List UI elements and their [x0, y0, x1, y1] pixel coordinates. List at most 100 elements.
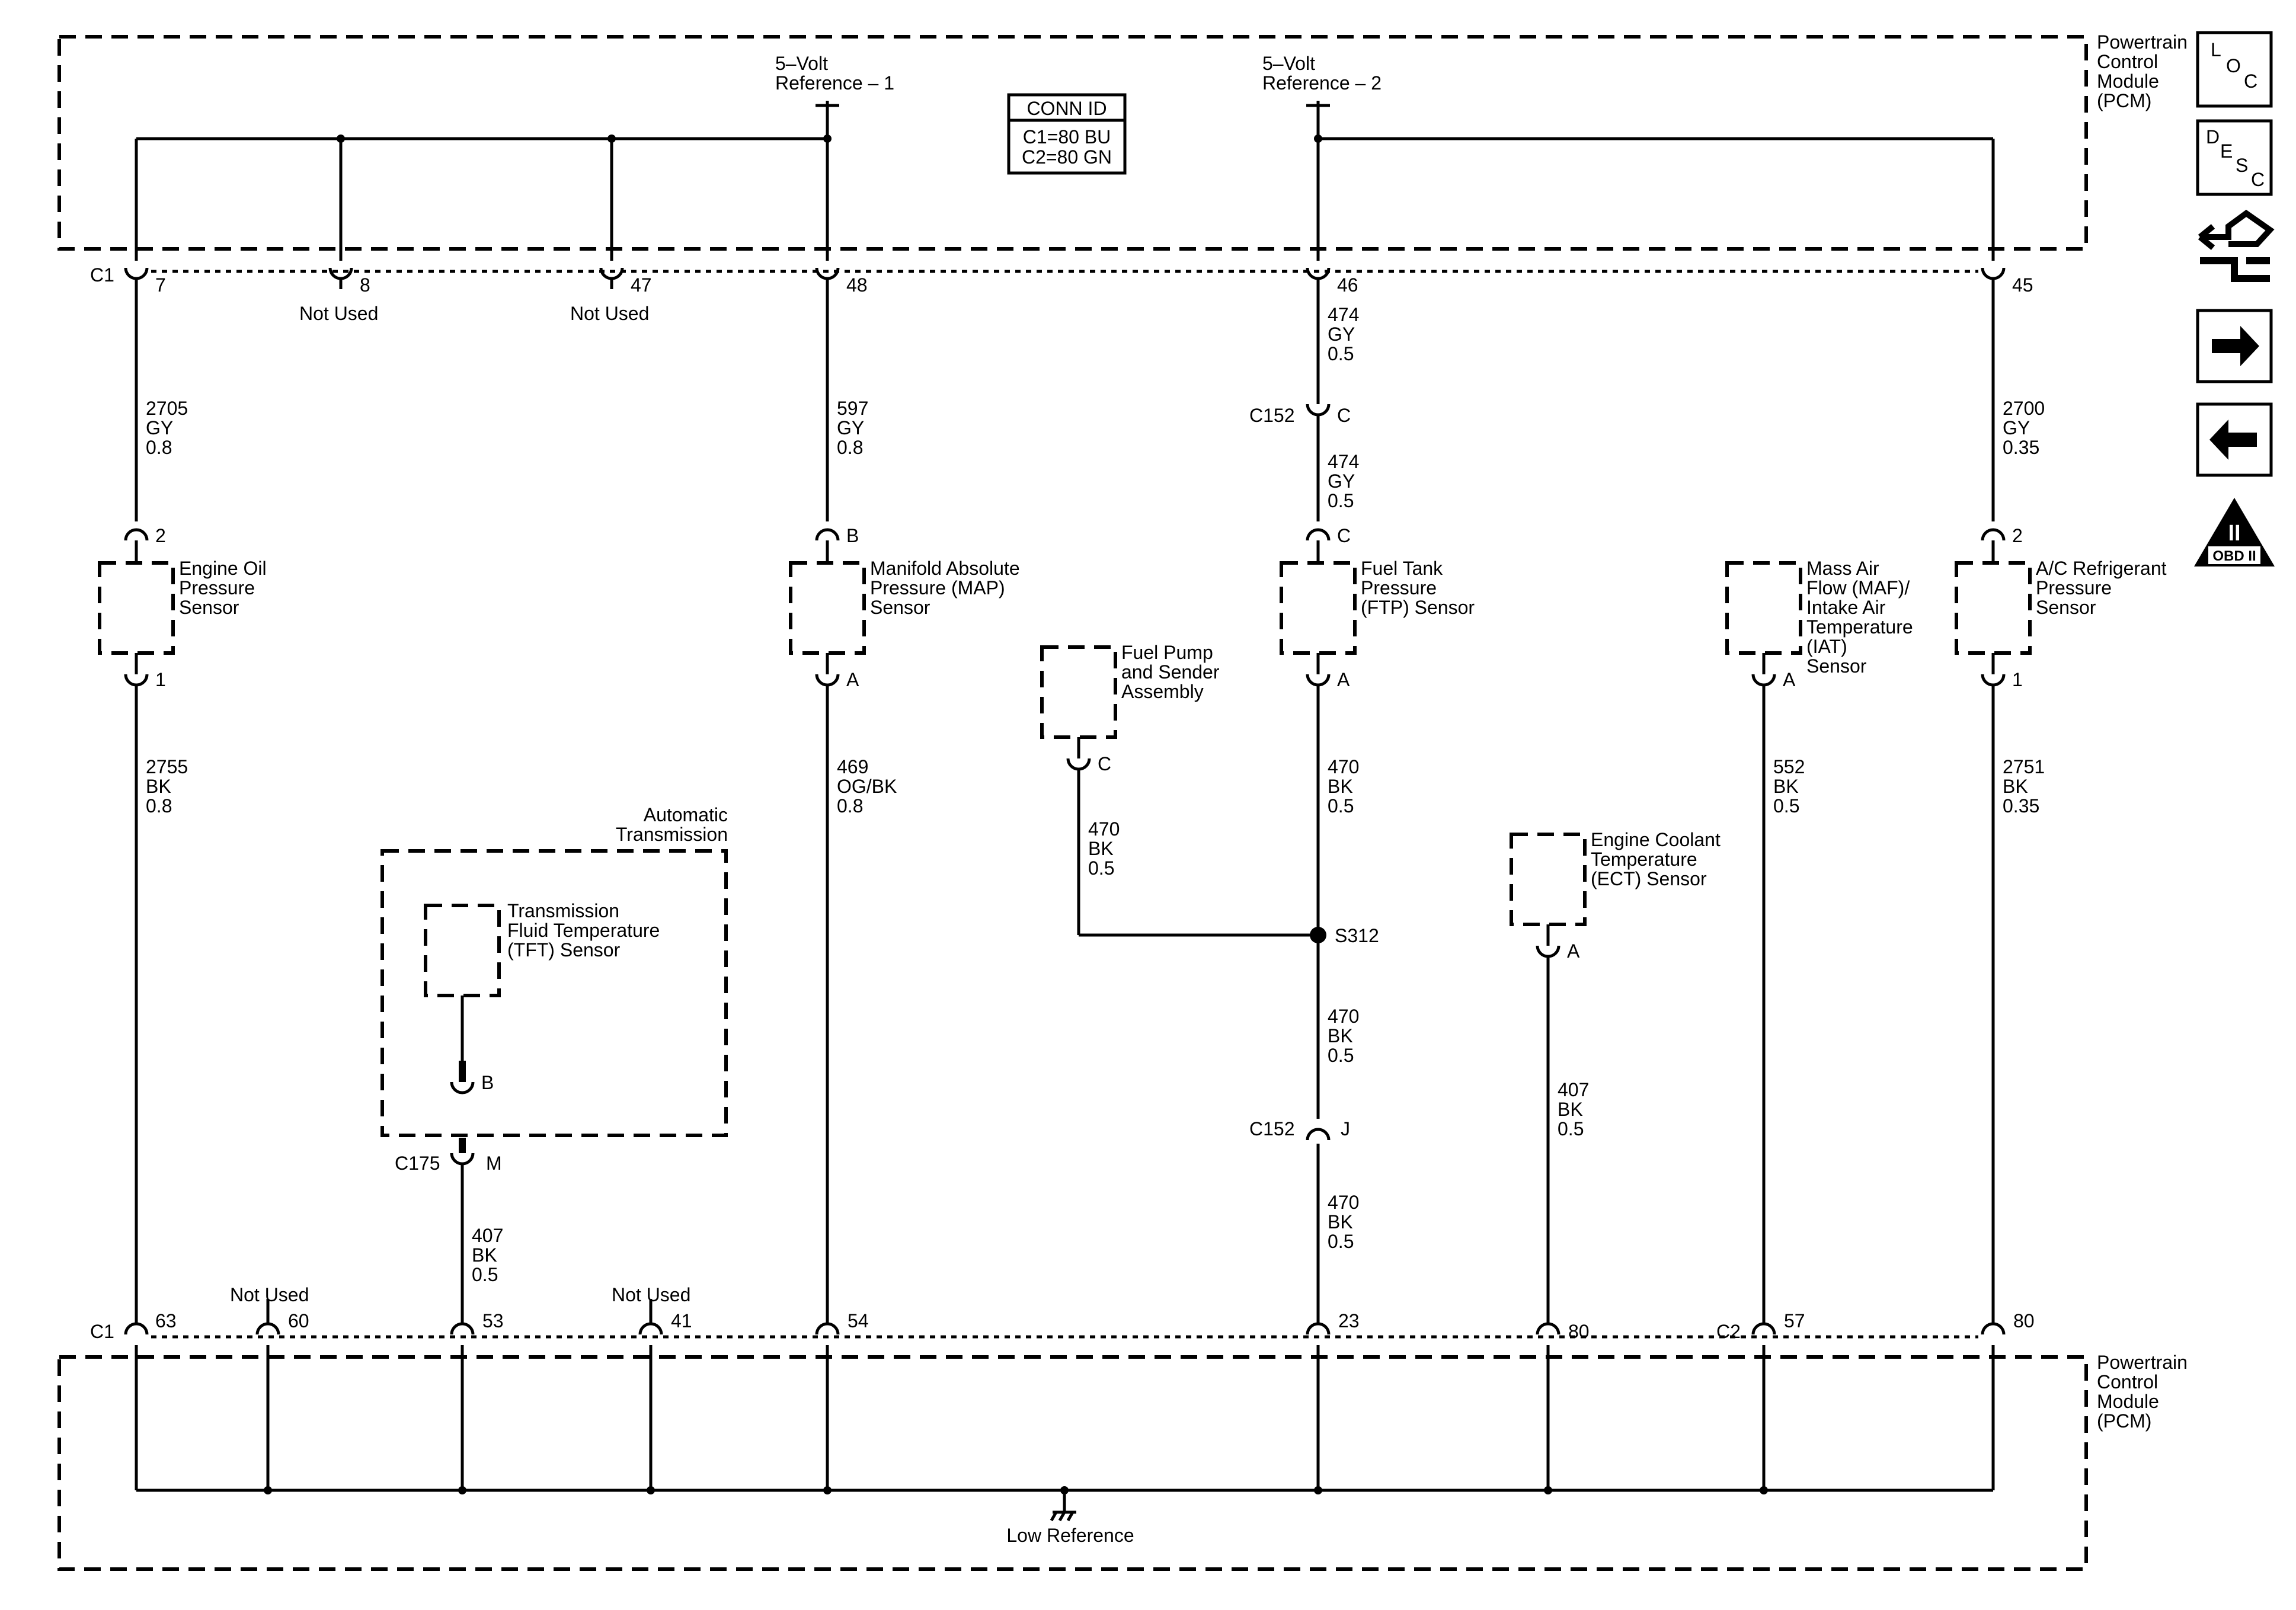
svg-text:B: B [481, 1072, 494, 1093]
svg-text:D: D [2206, 126, 2220, 148]
svg-text:Fuel Pump: Fuel Pump [1121, 642, 1213, 663]
svg-text:0.5: 0.5 [1328, 795, 1354, 817]
svg-text:Pressure (MAP): Pressure (MAP) [870, 577, 1005, 598]
schematic-icon[interactable] [2198, 209, 2275, 282]
svg-text:Temperature: Temperature [1591, 849, 1697, 870]
svg-text:Pressure: Pressure [1361, 577, 1437, 598]
svg-text:0.5: 0.5 [1328, 1231, 1354, 1252]
svg-text:BK: BK [2003, 776, 2028, 797]
svg-text:C: C [2251, 169, 2265, 190]
svg-text:(TFT) Sensor: (TFT) Sensor [507, 939, 621, 961]
svg-text:E: E [2220, 140, 2233, 162]
top-pin-45: 45 [2012, 274, 2033, 296]
engine-oil-pressure-sensor-label: Engine Oil Pressure Sensor [179, 558, 267, 618]
svg-text:474: 474 [1328, 304, 1359, 325]
svg-text:OG/BK: OG/BK [837, 776, 897, 797]
ref2-label: 5–Volt Reference – 2 [1262, 53, 1382, 94]
wire-470-fuel-pump: 470 BK 0.5 [1088, 818, 1120, 879]
bottom-connector-pins [124, 1322, 2006, 1335]
ftp-sensor-label: Fuel Tank Pressure (FTP) Sensor [1361, 558, 1475, 618]
svg-text:C: C [1098, 753, 1111, 774]
svg-text:Sensor: Sensor [2036, 597, 2096, 618]
automatic-transmission-box [380, 849, 728, 1137]
map-sensor-label: Manifold Absolute Pressure (MAP) Sensor [870, 558, 1020, 618]
svg-text:1: 1 [2012, 669, 2023, 690]
svg-text:A/C Refrigerant: A/C Refrigerant [2036, 558, 2167, 579]
wire-552: 552 BK 0.5 [1773, 756, 1805, 817]
low-reference-bus [135, 1345, 1995, 1494]
svg-text:0.8: 0.8 [146, 437, 172, 458]
top-pin-47: 47 [631, 274, 652, 296]
svg-text:474: 474 [1328, 451, 1359, 472]
wire-470-lower: 470 BK 0.5 [1328, 1192, 1359, 1252]
s312-label: S312 [1335, 925, 1379, 946]
svg-text:470: 470 [1328, 756, 1359, 777]
svg-text:Manifold Absolute: Manifold Absolute [870, 558, 1020, 579]
ac-refrigerant-pressure-sensor [1955, 561, 2032, 655]
svg-text:Assembly: Assembly [1121, 681, 1204, 702]
maf-iat-sensor [1725, 561, 1802, 655]
svg-text:Mass Air: Mass Air [1806, 558, 1879, 579]
svg-text:Fluid Temperature: Fluid Temperature [507, 920, 660, 941]
svg-text:A: A [1567, 940, 1580, 962]
svg-text:Sensor: Sensor [870, 597, 930, 618]
svg-text:BK: BK [1558, 1099, 1583, 1120]
svg-text:M: M [486, 1153, 502, 1174]
wire-474-upper: 474 GY 0.5 [1328, 304, 1359, 364]
bottom-pin-63: 63 [155, 1310, 177, 1331]
prev-arrow-icon[interactable] [2196, 402, 2273, 477]
ref1-label: 5–Volt Reference – 1 [775, 53, 894, 94]
bottom-pin-57: 57 [1784, 1310, 1805, 1331]
tft-sensor-label: Transmission Fluid Temperature (TFT) Sen… [507, 900, 660, 961]
bottom-pin-80-ac: 80 [2013, 1310, 2035, 1331]
svg-text:0.5: 0.5 [1328, 343, 1354, 364]
svg-text:GY: GY [146, 417, 173, 438]
top-connector-pins [124, 267, 2006, 289]
svg-text:GY: GY [1328, 470, 1355, 492]
svg-text:Reference – 2: Reference – 2 [1262, 72, 1382, 94]
ect-sensor [1510, 833, 1587, 926]
bottom-pin-23: 23 [1338, 1310, 1360, 1331]
next-arrow-icon[interactable] [2196, 309, 2273, 383]
top-not-used-47: Not Used [570, 303, 649, 324]
svg-text:C: C [1337, 525, 1351, 546]
svg-text:Automatic: Automatic [644, 804, 728, 825]
svg-text:J: J [1341, 1118, 1350, 1140]
svg-text:and Sender: and Sender [1121, 661, 1220, 683]
svg-text:BK: BK [472, 1244, 497, 1266]
ref1-bus [135, 135, 832, 261]
svg-text:Reference – 1: Reference – 1 [775, 72, 894, 94]
svg-text:GY: GY [1328, 324, 1355, 345]
bottom-pin-54: 54 [848, 1310, 869, 1331]
svg-text:A: A [1337, 669, 1350, 690]
ect-sensor-label: Engine Coolant Temperature (ECT) Sensor [1591, 829, 1721, 889]
svg-text:Engine Coolant: Engine Coolant [1591, 829, 1721, 850]
svg-text:A: A [1783, 669, 1796, 690]
obd-ii-icon[interactable]: II OBD II [2194, 498, 2275, 566]
wire-474-lower: 474 GY 0.5 [1328, 451, 1359, 511]
svg-text:2705: 2705 [146, 398, 188, 419]
bottom-pin-60: 60 [288, 1310, 309, 1331]
svg-text:469: 469 [837, 756, 868, 777]
c152-j-label: C152 [1249, 1118, 1295, 1140]
svg-text:BK: BK [1088, 838, 1114, 859]
loc-icon[interactable]: L O C [2196, 31, 2273, 108]
desc-icon[interactable]: D E S C [2196, 119, 2273, 196]
svg-text:BK: BK [1328, 776, 1353, 797]
top-pin-8: 8 [360, 274, 370, 296]
top-pin-48: 48 [846, 274, 868, 296]
svg-text:470: 470 [1328, 1192, 1359, 1213]
ref2-bus [1314, 135, 1995, 261]
wire-2751: 2751 BK 0.35 [2003, 756, 2045, 817]
svg-text:Module: Module [2097, 71, 2159, 92]
svg-text:2751: 2751 [2003, 756, 2045, 777]
svg-text:5–Volt: 5–Volt [775, 53, 828, 74]
svg-text:II: II [2228, 521, 2240, 546]
wire-2755: 2755 BK 0.8 [146, 756, 188, 817]
pcm-top-label: Powertrain Control Module (PCM) [2097, 31, 2188, 111]
svg-text:Flow (MAF)/: Flow (MAF)/ [1806, 577, 1910, 598]
engine-oil-pressure-sensor [98, 561, 175, 655]
top-pin-46: 46 [1337, 274, 1358, 296]
bottom-pin-53: 53 [482, 1310, 504, 1331]
wire-2700: 2700 GY 0.35 [2003, 398, 2045, 458]
